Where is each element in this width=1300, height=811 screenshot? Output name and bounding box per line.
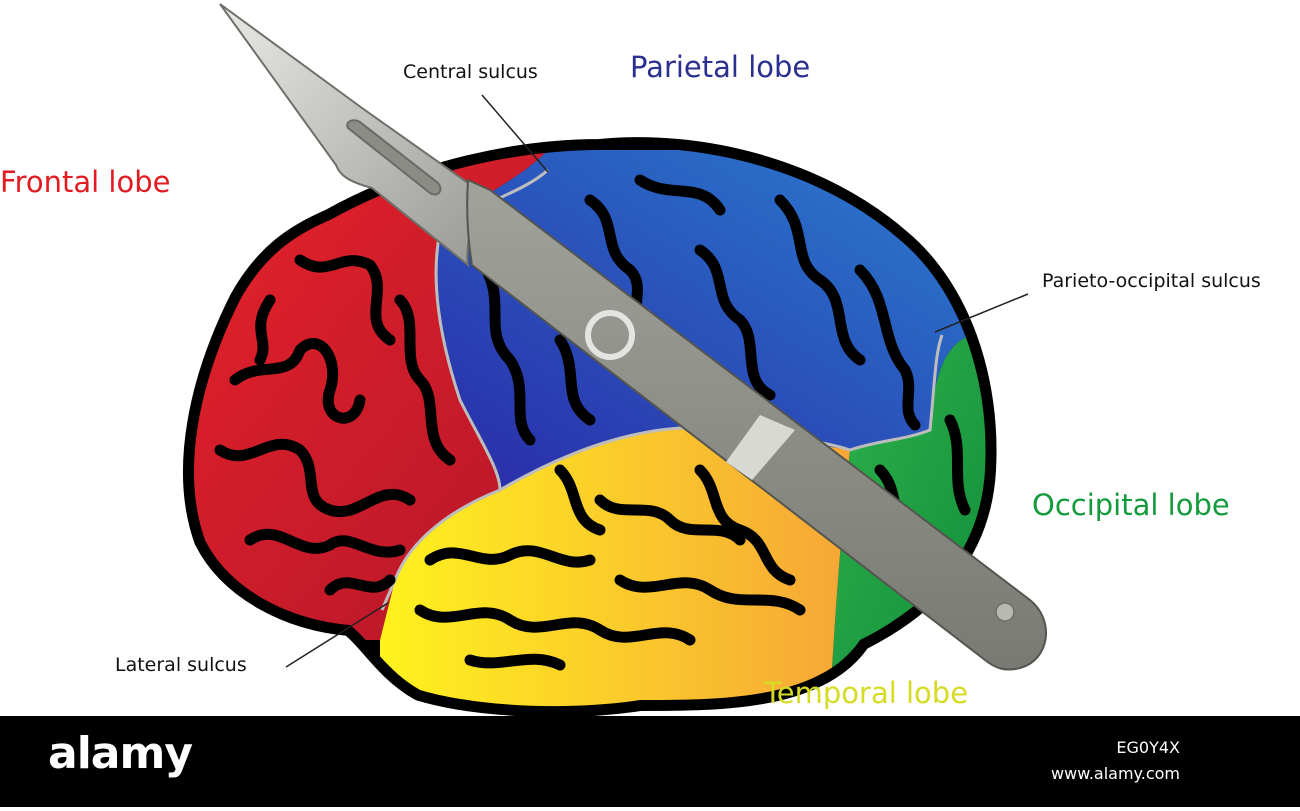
temporal-lobe-region bbox=[380, 428, 850, 707]
brain-gyri bbox=[214, 174, 971, 671]
watermark-logo: alamy bbox=[48, 728, 193, 779]
watermark-url: www.alamy.com bbox=[1051, 764, 1180, 783]
leader-lines bbox=[285, 94, 1029, 668]
central-sulcus-label: Central sulcus bbox=[403, 61, 538, 83]
watermark-bar bbox=[0, 716, 1300, 807]
scalpel-icon bbox=[219, 3, 1047, 671]
lateral-sulcus-label: Lateral sulcus bbox=[115, 654, 247, 676]
temporal-lobe-label: Temporal lobe bbox=[764, 676, 969, 710]
parieto-occipital-sulcus-label: Parieto-occipital sulcus bbox=[1042, 270, 1261, 292]
image-id: EG0Y4X bbox=[1116, 738, 1180, 757]
parietal-lobe-label: Parietal lobe bbox=[630, 50, 811, 84]
occipital-lobe-label: Occipital lobe bbox=[1032, 488, 1230, 522]
frontal-lobe-label: Frontal lobe bbox=[0, 165, 171, 199]
